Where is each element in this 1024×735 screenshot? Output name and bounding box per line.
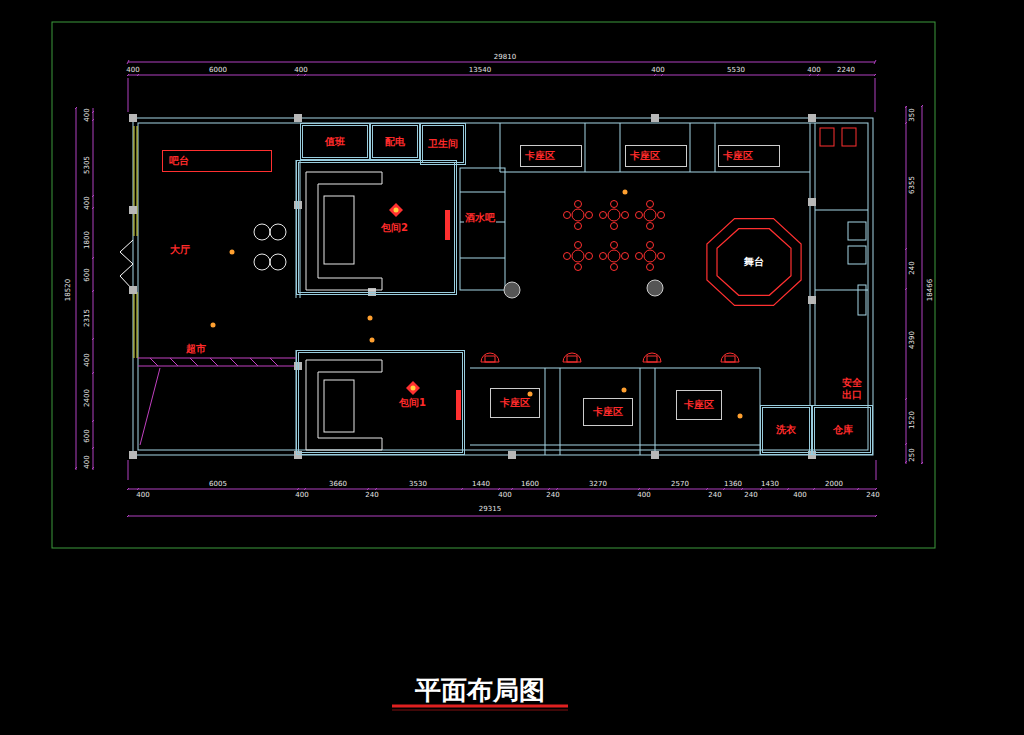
- dimension-text: 240: [707, 492, 722, 499]
- booth-area: 卡座区: [625, 145, 687, 167]
- dimension-text: 5530: [726, 67, 746, 74]
- dimension-text: 2400: [84, 388, 91, 408]
- dimension-text: 1800: [84, 230, 91, 250]
- dimension-text: 400: [806, 67, 821, 74]
- booth-area: 卡座区: [490, 388, 540, 418]
- room-label: 卡座区: [593, 406, 623, 418]
- room: 值班: [300, 123, 370, 160]
- room-label: 仓库: [833, 424, 853, 436]
- drawing-caption: 平面布局图: [415, 673, 545, 708]
- dimension-text: 400: [497, 492, 512, 499]
- stage-edge: [707, 219, 801, 306]
- dimension-text: 5305: [84, 155, 91, 175]
- dimension-text: 29315: [478, 506, 502, 513]
- dimension-text: 18466: [927, 278, 934, 302]
- room-label: 卡座区: [525, 150, 555, 162]
- room: 卫生间: [420, 123, 466, 165]
- private-room: 包间2: [296, 160, 457, 295]
- room: 仓库: [812, 405, 873, 455]
- dimension-text: 1360: [723, 481, 743, 488]
- dimension-text: 2570: [670, 481, 690, 488]
- dimension-text: 400: [84, 454, 91, 469]
- booth-area: 卡座区: [520, 145, 582, 167]
- dimension-text: 400: [84, 352, 91, 367]
- room-label: 值班: [325, 136, 345, 148]
- area-label: 安全出口: [841, 377, 864, 400]
- dimension-text: 400: [84, 195, 91, 210]
- dimension-text: 600: [84, 267, 91, 282]
- room-label: 包间2: [381, 222, 408, 234]
- stage-octagon: 舞台: [700, 212, 808, 312]
- dimension-text: 240: [743, 492, 758, 499]
- dimension-text: 400: [293, 67, 308, 74]
- booth-area: 卡座区: [718, 145, 780, 167]
- room-label: 舞台: [744, 256, 764, 268]
- dimension-text: 6000: [208, 67, 228, 74]
- room-label: 吧台: [169, 155, 189, 167]
- dimension-text: 250: [909, 447, 916, 462]
- dimension-text: 6005: [208, 481, 228, 488]
- dimension-text: 4390: [909, 330, 916, 350]
- room-label: 卡座区: [630, 150, 660, 162]
- dimension-text: 240: [545, 492, 560, 499]
- room-label: 卫生间: [428, 138, 458, 150]
- room: 配电: [370, 123, 420, 160]
- dimension-text: 3270: [588, 481, 608, 488]
- room-label: 配电: [385, 136, 405, 148]
- area-label: 酒水吧: [464, 213, 496, 223]
- booth-area: 卡座区: [583, 398, 633, 426]
- dimension-text: 13540: [468, 67, 492, 74]
- room-label: 卡座区: [684, 399, 714, 411]
- dimension-text: 1440: [471, 481, 491, 488]
- dimension-text: 400: [294, 492, 309, 499]
- dimension-text: 2000: [824, 481, 844, 488]
- area-label: 大厅: [169, 245, 191, 255]
- dimension-text: 1600: [520, 481, 540, 488]
- dimension-text: 240: [909, 260, 916, 275]
- dimension-text: 400: [792, 492, 807, 499]
- private-room: 包间1: [296, 350, 465, 455]
- bar-counter: 吧台: [162, 150, 272, 172]
- dimension-text: 6355: [909, 175, 916, 195]
- booth-area: 卡座区: [676, 390, 722, 420]
- area-label: 超市: [185, 344, 207, 354]
- room: 洗衣: [760, 405, 812, 455]
- dimension-text: 600: [84, 428, 91, 443]
- dimension-text: 2240: [836, 67, 856, 74]
- stage-edge: [717, 229, 791, 296]
- dimension-text: 400: [125, 67, 140, 74]
- room-label: 卡座区: [723, 150, 753, 162]
- dimension-text: 1430: [760, 481, 780, 488]
- dimension-text: 18520: [65, 278, 72, 302]
- dimension-text: 3660: [328, 481, 348, 488]
- room-label: 卡座区: [500, 397, 530, 409]
- dimension-text: 400: [84, 107, 91, 122]
- dimension-text: 240: [865, 492, 880, 499]
- dimension-text: 400: [636, 492, 651, 499]
- dimension-text: 400: [650, 67, 665, 74]
- dimension-text: 29810: [493, 54, 517, 61]
- dimension-text: 1520: [909, 410, 916, 430]
- dimension-text: 240: [364, 492, 379, 499]
- dimension-text: 400: [135, 492, 150, 499]
- room-label: 包间1: [399, 397, 426, 409]
- dimension-text: 3530: [408, 481, 428, 488]
- dimension-text: 2315: [84, 308, 91, 328]
- room-label: 洗衣: [776, 424, 796, 436]
- dimension-text: 350: [909, 107, 916, 122]
